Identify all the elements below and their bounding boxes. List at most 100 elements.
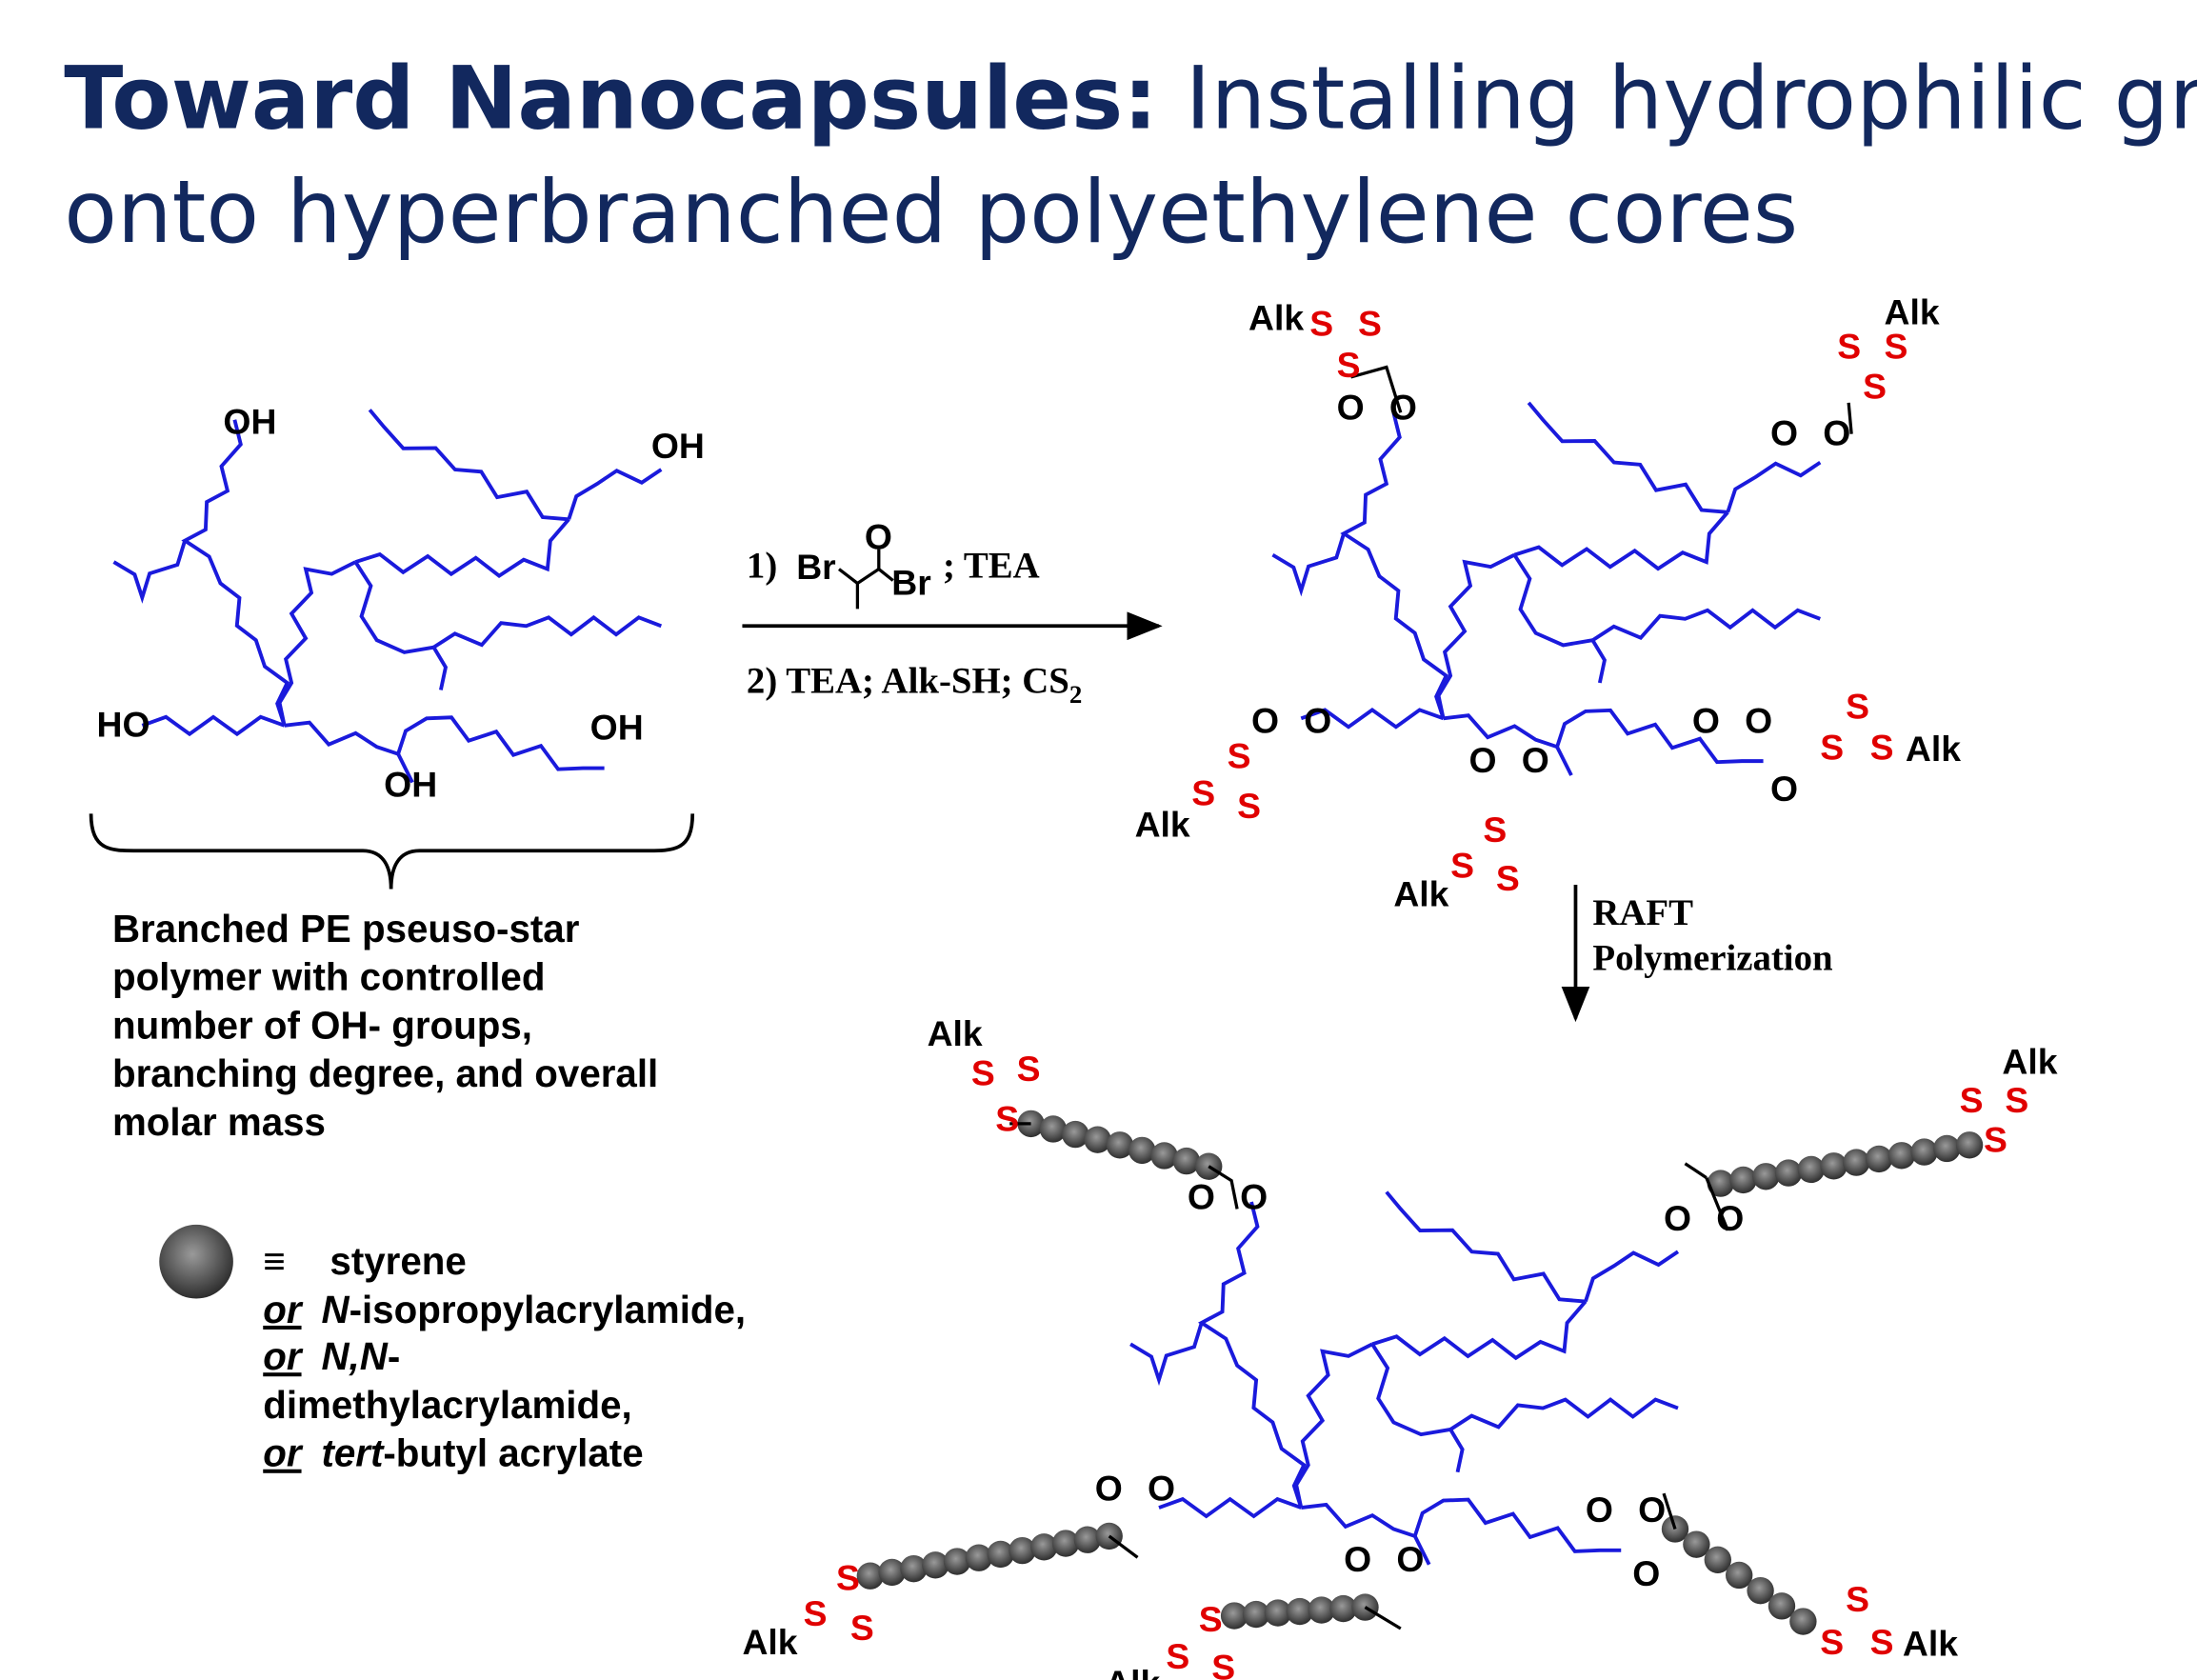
title-bold: Toward Nanocapsules: (64, 49, 1157, 150)
monomer-bead (1729, 1166, 1757, 1194)
polyethylene-chain (431, 646, 449, 690)
monomer-bead (1789, 1608, 1817, 1635)
monomer-bead (1683, 1530, 1710, 1558)
monomer-bead (1797, 1155, 1825, 1184)
monomer-bead-icon (159, 1224, 233, 1299)
atom-s: S (1337, 345, 1361, 385)
caption-line: polymer with controlled (112, 956, 546, 999)
atom-o: O (1389, 388, 1417, 428)
atom-ho: HO (97, 705, 150, 745)
polyethylene-chain (1449, 1397, 1679, 1431)
monomer-bead (1707, 1170, 1734, 1197)
graft-chain-bottom-left (856, 1522, 1123, 1590)
monomer-bead (856, 1562, 885, 1590)
monomer-bead (1030, 1533, 1058, 1561)
polyethylene-chain (396, 715, 605, 771)
monomer-bead (1704, 1546, 1731, 1573)
atom-o: O (1664, 1198, 1691, 1238)
monomer-bead (1220, 1602, 1248, 1630)
reaction-step-1: 1) Br O Br ; TEA 2) TEA; Alk-SH; CS2 (742, 517, 1163, 709)
polymerization-label: Polymerization (1592, 938, 1832, 979)
legend-option-2-cont: dimethylacrylamide, (263, 1384, 631, 1427)
polyethylene-chain (284, 720, 399, 756)
atom-s: S (1166, 1636, 1189, 1676)
atom-alk: Alk (1906, 729, 1961, 769)
monomer-bead (1910, 1138, 1938, 1166)
atom-alk: Alk (1903, 1623, 1958, 1663)
atom-alk: Alk (1135, 804, 1190, 844)
monomer-bead (1242, 1600, 1270, 1629)
slide-title-line2: onto hyperbranched polyethylene cores (64, 162, 1798, 263)
pe-core-starting (112, 409, 663, 784)
monomer-bead (1752, 1163, 1780, 1190)
atom-s: S (995, 1098, 1019, 1138)
monomer-bead (1172, 1147, 1201, 1175)
atom-alk: Alk (1105, 1663, 1160, 1680)
polyethylene-chain (1555, 746, 1573, 776)
reagent-o: O (865, 517, 892, 557)
atom-s: S (850, 1608, 874, 1648)
brace (89, 813, 695, 890)
polyethylene-chain (1158, 1496, 1302, 1519)
polyethylene-chain (141, 714, 286, 737)
monomer-bead (1747, 1576, 1774, 1605)
monomer-bead (1329, 1594, 1357, 1623)
atom-s: S (1960, 1080, 1984, 1120)
legend-styrene: styrene (330, 1240, 466, 1283)
monomer-bead (1051, 1530, 1080, 1557)
atom-o: O (1344, 1539, 1371, 1579)
polyethylene-chain (1443, 713, 1558, 750)
polyethylene-chain (432, 614, 663, 650)
polyethylene-chain (567, 468, 663, 520)
atom-o: O (1745, 700, 1772, 740)
atom-alk: Alk (1248, 298, 1304, 338)
monomer-bead (965, 1544, 993, 1571)
atom-o: O (1468, 740, 1496, 780)
atom-alk: Alk (2002, 1042, 2057, 1082)
atom-o: O (1188, 1176, 1215, 1216)
pe-core-grafted (1129, 1190, 1680, 1566)
atom-s: S (1450, 846, 1474, 886)
caption-line: branching degree, and overall (112, 1052, 658, 1095)
reagent-br-1: Br (796, 547, 835, 587)
atom-s: S (1820, 728, 1844, 768)
polyethylene-chain (1591, 608, 1821, 642)
title-rest: Installing hydrophilic grafts (1158, 49, 2197, 150)
polyethylene-chain (1197, 1201, 1307, 1509)
polyethylene-chain (1512, 553, 1593, 648)
caption-line: Branched PE pseuso-star (112, 908, 580, 950)
atom-s: S (1863, 366, 1887, 406)
slide-title-line1: Toward Nanocapsules: Installing hydrophi… (64, 49, 2197, 150)
reagent-bond (837, 567, 894, 586)
monomer-bead (1887, 1142, 1916, 1170)
polyethylene-chain (1129, 1322, 1204, 1387)
monomer-bead (1843, 1149, 1870, 1176)
atom-s: S (1017, 1049, 1041, 1089)
polyethylene-chain (1726, 460, 1822, 513)
caption-line: number of OH- groups, (112, 1004, 532, 1047)
atom-s: S (1309, 304, 1333, 344)
graft-chain-bottom-right (1661, 1515, 1817, 1635)
step1-conditions: ; TEA (943, 546, 1040, 587)
atom-o: O (1240, 1176, 1268, 1216)
monomer-bead (1039, 1115, 1068, 1143)
polyethylene-chain (1340, 411, 1449, 719)
monomer-bead (1286, 1597, 1313, 1626)
atom-oh: OH (384, 764, 437, 804)
monomer-bead (1009, 1536, 1036, 1565)
polyethylene-chain (1590, 639, 1607, 684)
monomer-bead (1726, 1561, 1753, 1590)
atom-oh: OH (590, 708, 644, 748)
monomer-bead (1768, 1592, 1796, 1620)
atom-s: S (1870, 728, 1894, 768)
pe-core-functionalized (1271, 401, 1822, 776)
monomer-bead (1308, 1596, 1335, 1624)
atom-o: O (1716, 1198, 1744, 1238)
step1-number: 1) (747, 546, 777, 587)
polyethylene-chain (396, 752, 414, 784)
